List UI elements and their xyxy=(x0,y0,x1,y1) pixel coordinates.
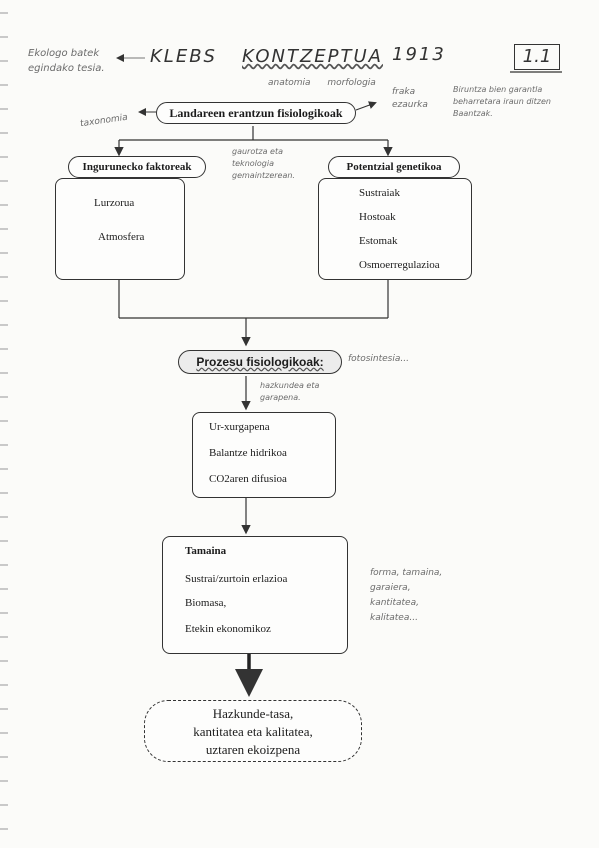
results-item-3: Biomasa, xyxy=(185,597,227,609)
left-branch-note: gaurotza eta teknologia gemaintzerean. xyxy=(232,147,295,180)
right-item-1: Sustraiak xyxy=(359,187,400,199)
left-branch-header: Ingurunecko faktoreak xyxy=(68,156,206,178)
binding-edge xyxy=(0,0,8,848)
process-node: Prozesu fisiologikoak: xyxy=(178,350,342,374)
process-box: Ur-xurgapena Balantze hidrikoa CO2aren d… xyxy=(192,412,336,498)
right-item-4: Osmoerregulazioa xyxy=(359,259,440,271)
process-right-note: fotosintesia... xyxy=(348,354,409,364)
left-branch-box: Lurzorua Atmosfera xyxy=(55,178,185,280)
process-item-3: CO2aren difusioa xyxy=(209,473,287,485)
page-number: 1.1 xyxy=(514,44,560,70)
process-below-note: hazkundea eta garapena. xyxy=(260,381,320,402)
final-node: Hazkunde-tasa, kantitatea eta kalitatea,… xyxy=(144,700,362,762)
margin-note: Ekologo batek egindako tesia. xyxy=(28,48,105,74)
final-line-2: kantitatea eta kalitatea, xyxy=(193,724,313,739)
under-title-note: anatomia morfologia xyxy=(268,78,376,88)
title-kontzeptua: KONTZEPTUA xyxy=(242,46,383,67)
title-klebs: KLEBS xyxy=(150,46,217,67)
right-item-3: Estomak xyxy=(359,235,398,247)
results-box: Tamaina Sustrai/zurtoin erlazioa Biomasa… xyxy=(162,536,348,654)
top-far-right-note: Biruntza bien garantla beharretara iraun… xyxy=(453,85,551,118)
right-item-2: Hostoak xyxy=(359,211,396,223)
left-item-2: Atmosfera xyxy=(98,231,145,243)
right-branch-box: Sustraiak Hostoak Estomak Osmoerregulazi… xyxy=(318,178,472,280)
results-item-2: Sustrai/zurtoin erlazioa xyxy=(185,573,288,585)
right-branch-header: Potentzial genetikoa xyxy=(328,156,460,178)
results-item-1: Tamaina xyxy=(185,545,227,557)
final-line-3: uztaren ekoizpena xyxy=(205,742,301,757)
top-right-note: fraka ezaurka xyxy=(392,87,428,110)
top-node: Landareen erantzun fisiologikoak xyxy=(156,102,356,124)
final-line-1: Hazkunde-tasa, xyxy=(212,706,294,721)
title-year: 1913 xyxy=(392,44,446,65)
process-item-1: Ur-xurgapena xyxy=(209,421,270,433)
results-side-note: forma, tamaina, garaiera, kantitatea, ka… xyxy=(370,568,443,623)
process-item-2: Balantze hidrikoa xyxy=(209,447,287,459)
results-item-4: Etekin ekonomikoz xyxy=(185,623,271,635)
left-item-1: Lurzorua xyxy=(94,197,135,209)
